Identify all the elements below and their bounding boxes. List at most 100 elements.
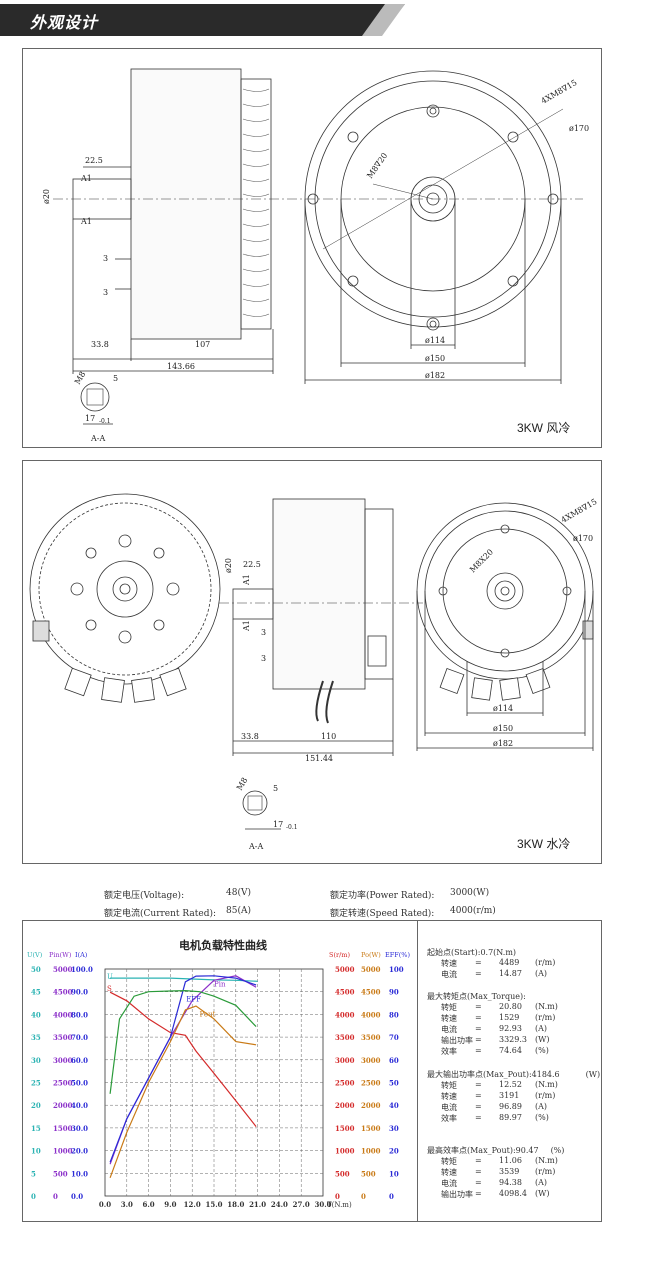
left-tick-label: 4000 (53, 1010, 73, 1019)
dim-pcd: ø170 (569, 124, 589, 133)
right-tick-label: 1000 (361, 1147, 381, 1156)
drawing-label-water: 3KW 水冷 (517, 837, 571, 851)
series-label-pin: Pin (214, 980, 226, 988)
result-value: 11.06 (499, 1156, 522, 1165)
x-tick-label: 24.0 (271, 1200, 288, 1209)
w-dim-holes: 4XM8∇15 (560, 497, 599, 525)
result-key: 转矩 (441, 1157, 457, 1166)
result-row: 转速=3191(r/m) (427, 1091, 597, 1102)
series-label-eff: EFF (186, 996, 201, 1004)
dim-a1-bottom: A1 (80, 217, 92, 226)
left-tick-label: 0 (31, 1192, 36, 1201)
dim-thread: M8∇20 (365, 151, 389, 180)
w-dim-three-b: 3 (261, 654, 266, 663)
result-row: 转速=1529(r/m) (427, 1013, 597, 1024)
result-unit: (W) (535, 1035, 550, 1044)
right-tick-label: 60 (389, 1056, 399, 1065)
result-key: 转速 (441, 1168, 457, 1177)
right-header: Po(W) (361, 951, 381, 959)
x-axis-label: T(N.m) (327, 1201, 352, 1209)
dim-shaft-dia: ø20 (42, 189, 51, 204)
right-tick-label: 4500 (335, 988, 355, 997)
left-tick-label: 90.0 (71, 988, 88, 997)
left-tick-label: 10 (31, 1147, 41, 1156)
chart-title: 电机负载特性曲线 (179, 938, 267, 952)
result-eq: = (475, 1091, 482, 1100)
result-eq: = (475, 1113, 482, 1122)
x-tick-label: 0.0 (99, 1200, 111, 1209)
result-value: 3191 (499, 1091, 520, 1100)
w-sec-tol: -0.1 (286, 824, 298, 831)
result-value: 12.52 (499, 1080, 522, 1089)
bolt-holes (307, 104, 559, 331)
left-tick-label: 2000 (53, 1101, 73, 1110)
back-connectors (64, 667, 187, 703)
max-pout-unit: (W) (585, 1070, 601, 1079)
result-key: 电流 (441, 1025, 457, 1034)
result-key: 输出功率 (441, 1190, 473, 1199)
drawing-label-air: 3KW 风冷 (517, 421, 571, 435)
start-rows: 转速=4489(r/m)电流=14.87(A) (427, 958, 597, 980)
left-tick-label: 40.0 (71, 1101, 88, 1110)
left-tick-label: 60.0 (71, 1056, 88, 1065)
right-tick-label: 3500 (361, 1033, 381, 1042)
w-dim-d150: ø150 (493, 724, 513, 733)
right-header: S(r/m) (329, 951, 350, 959)
sec-m8: M8 (73, 370, 87, 386)
result-eq: = (475, 1080, 482, 1089)
w-dim-pcd: ø170 (573, 534, 593, 543)
right-tick-label: 500 (335, 1169, 350, 1178)
right-tick-label: 1500 (335, 1124, 355, 1133)
left-header: Pin(W) (49, 951, 72, 959)
x-tick-label: 9.0 (164, 1200, 176, 1209)
result-row: 电流=96.89(A) (427, 1102, 597, 1113)
section-banner (0, 4, 420, 36)
x-tick-label: 30.0 (314, 1200, 331, 1209)
w-dim-a1-bottom: A1 (242, 620, 251, 632)
spec-voltage-label: 额定电压(Voltage): (104, 891, 185, 901)
result-row: 输出功率=4098.4(W) (427, 1189, 597, 1200)
left-tick-label: 40 (31, 1010, 41, 1019)
left-tick-label: 5000 (53, 965, 73, 974)
result-key: 转速 (441, 1092, 457, 1101)
dim-body-len: 107 (195, 340, 210, 349)
w-dim-body-len: 110 (321, 732, 336, 741)
right-tick-label: 0 (335, 1192, 340, 1201)
left-tick-label: 80.0 (71, 1010, 88, 1019)
right-tick-label: 0 (389, 1192, 394, 1201)
result-eq: = (475, 1178, 482, 1187)
spec-current-value: 85(A) (226, 906, 251, 916)
result-key: 转速 (441, 959, 457, 968)
max-pout-title: 最大输出功率点(Max_Pout):4184.6 (427, 1070, 560, 1079)
left-tick-label: 25 (31, 1079, 41, 1088)
result-key: 转矩 (441, 1003, 457, 1012)
chart-grid (104, 968, 324, 1197)
result-eq: = (475, 1013, 482, 1022)
left-tick-label: 2500 (53, 1079, 73, 1088)
right-tick-label: 5000 (361, 965, 381, 974)
results-max-pout: 最大输出功率点(Max_Pout):4184.6(W) 转矩=12.52(N.m… (427, 1069, 601, 1124)
left-tick-label: 50 (31, 965, 41, 974)
result-value: 94.38 (499, 1178, 522, 1187)
result-unit: (r/m) (535, 1013, 556, 1022)
left-tick-label: 3500 (53, 1033, 73, 1042)
max-eff-title: 最高效率点(Max_Pout):90.47 (427, 1146, 539, 1155)
spec-current-label: 额定电流(Current Rated): (104, 909, 216, 919)
result-key: 转速 (441, 1014, 457, 1023)
right-tick-label: 500 (361, 1169, 376, 1178)
section-title: 外观设计 (30, 13, 99, 32)
left-tick-label: 70.0 (71, 1033, 88, 1042)
result-key: 电流 (441, 1179, 457, 1188)
w-dim-three-a: 3 (261, 628, 266, 637)
results-max-eff: 最高效率点(Max_Pout):90.47(%) 转矩=11.06(N.m)转速… (427, 1145, 597, 1200)
series-line-pout (109, 1005, 257, 1179)
right-tick-label: 90 (389, 988, 399, 997)
left-tick-label: 0.0 (71, 1192, 83, 1201)
banner-shape (0, 4, 405, 36)
spec-power-label: 额定功率(Power Rated): (330, 891, 435, 901)
left-tick-label: 15 (31, 1124, 41, 1133)
result-row: 电流=14.87(A) (427, 969, 597, 980)
right-tick-label: 100 (389, 965, 404, 974)
series-label-pout: Pout (199, 1010, 215, 1018)
